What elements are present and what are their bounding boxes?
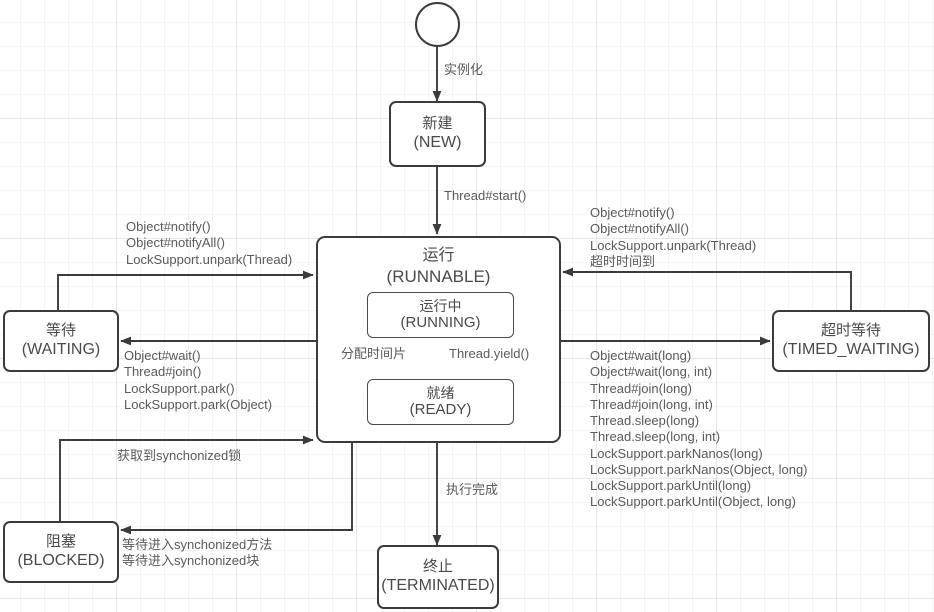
state-new-label-cn: 新建: [422, 115, 453, 133]
state-waiting-label-en: (WAITING): [21, 341, 101, 359]
state-timed-waiting-label-en: (TIMED_WAITING): [782, 341, 920, 359]
edge-label-running-to-ready: Thread.yield(): [449, 346, 530, 361]
edge-label-to-terminated: 执行完成: [446, 482, 499, 497]
state-new[interactable]: 新建 (NEW): [389, 101, 486, 167]
state-runnable-label-en: (RUNNABLE): [386, 267, 491, 286]
state-waiting[interactable]: 等待 (WAITING): [3, 310, 119, 372]
edge-label-runnable-to-timed: Object#wait(long) Object#wait(long, int)…: [590, 348, 808, 510]
state-new-label-en: (NEW): [413, 134, 462, 152]
edge-waiting-to-runnable: [57, 270, 314, 310]
state-running[interactable]: 运行中 (RUNNING): [367, 292, 514, 338]
state-terminated[interactable]: 终止 (TERMINATED): [377, 545, 499, 609]
start-node: [415, 2, 460, 47]
state-timed-waiting-label-cn: 超时等待: [820, 322, 881, 340]
state-waiting-label-cn: 等待: [45, 322, 76, 340]
edge-runnable-to-blocked: [120, 443, 353, 535]
edge-label-runnable-to-waiting: Object#wait() Thread#join() LockSupport.…: [124, 348, 273, 412]
edge-label-ready-to-running: 分配时间片: [341, 346, 407, 361]
state-ready-label-en: (READY): [409, 401, 472, 419]
state-ready-label-cn: 就绪: [426, 384, 455, 401]
state-running-label-en: (RUNNING): [400, 314, 481, 332]
state-runnable[interactable]: 运行 (RUNNABLE) 运行中 (RUNNING) 就绪 (READY): [316, 236, 561, 443]
state-runnable-title: 运行 (RUNNABLE): [318, 246, 559, 287]
edge-timed-to-runnable: [562, 267, 852, 310]
edge-blocked-to-runnable: [59, 435, 314, 521]
edge-label-blocked-to-runnable: 获取到synchonized锁: [117, 448, 242, 463]
state-running-label-cn: 运行中: [419, 297, 462, 314]
state-ready[interactable]: 就绪 (READY): [367, 379, 514, 425]
edge-label-waiting-to-runnable: Object#notify() Object#notifyAll() LockS…: [126, 219, 293, 267]
state-timed-waiting[interactable]: 超时等待 (TIMED_WAITING): [772, 310, 930, 372]
state-terminated-label-en: (TERMINATED): [381, 577, 495, 595]
state-blocked[interactable]: 阻塞 (BLOCKED): [3, 521, 119, 583]
state-runnable-label-cn: 运行: [422, 247, 455, 264]
edge-label-runnable-to-blocked: 等待进入synchonized方法 等待进入synchonized块: [122, 537, 273, 569]
edge-label-instantiate: 实例化: [444, 62, 484, 77]
state-terminated-label-cn: 终止: [422, 558, 453, 576]
edge-label-timed-to-runnable: Object#notify() Object#notifyAll() LockS…: [590, 205, 757, 269]
state-blocked-label-en: (BLOCKED): [17, 552, 105, 570]
state-blocked-label-cn: 阻塞: [45, 533, 76, 551]
edge-label-thread-start: Thread#start(): [444, 188, 527, 203]
